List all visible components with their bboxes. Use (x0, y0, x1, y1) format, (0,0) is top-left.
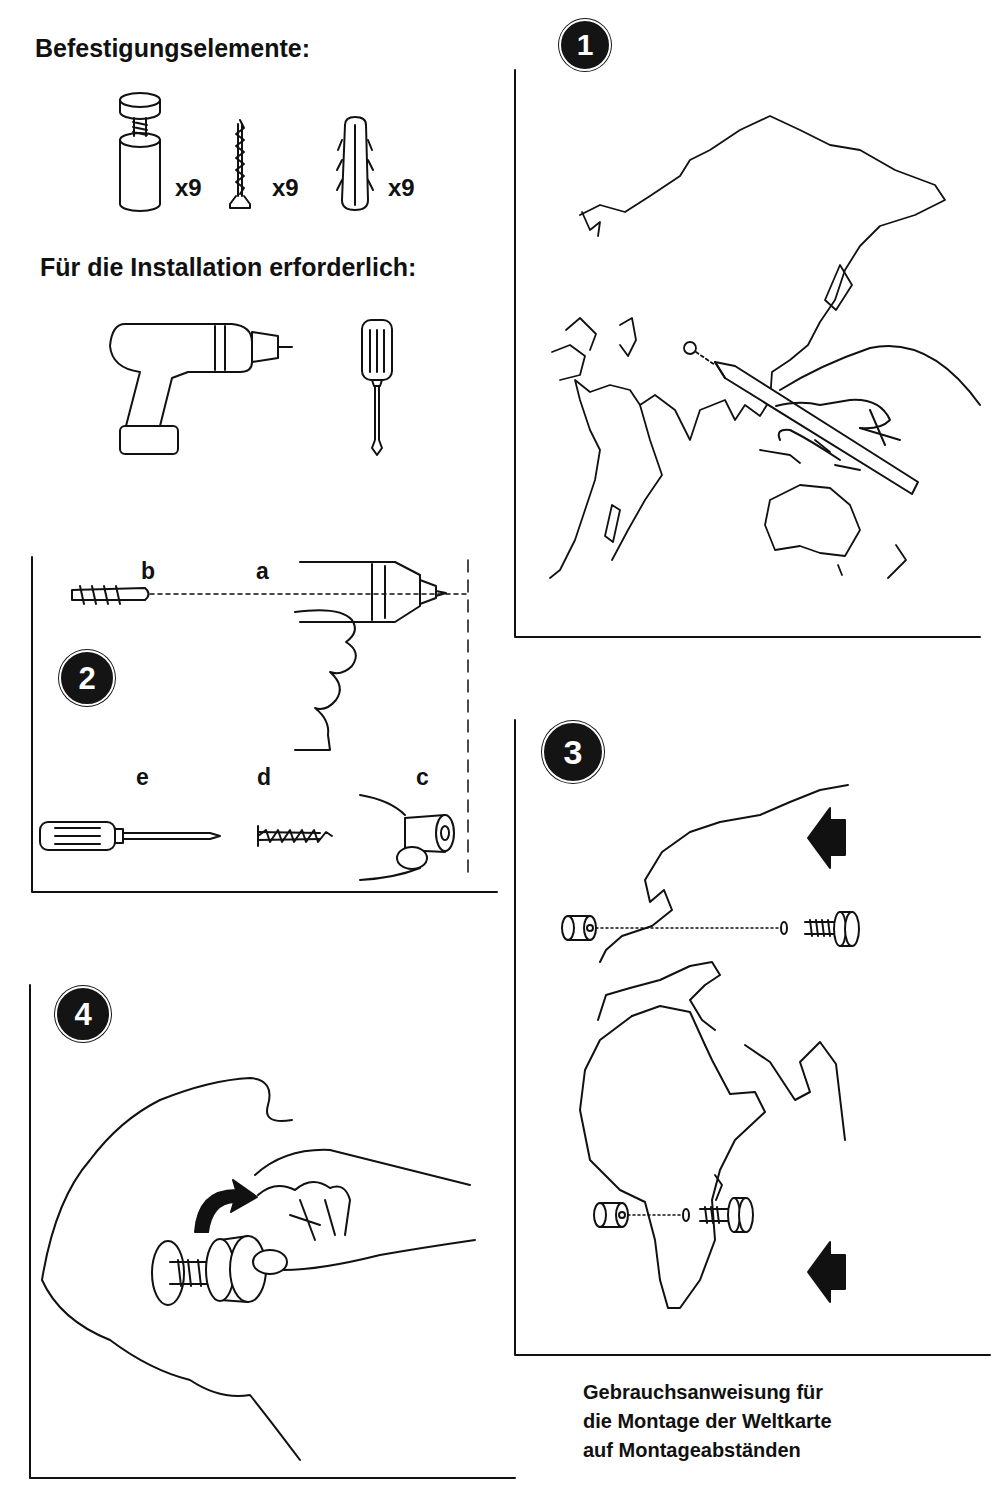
caption: Gebrauchsanweisung für die Montage der W… (583, 1378, 845, 1465)
part-letter: e (136, 764, 149, 791)
standoff-icon (120, 93, 160, 211)
step-number: 2 (59, 650, 115, 706)
step-number: 3 (542, 721, 604, 783)
step-number-text: 1 (577, 30, 594, 60)
panel-frame (30, 985, 515, 1478)
mounting-parts (562, 912, 859, 1232)
panel-frame (515, 70, 980, 637)
part-letter: d (257, 764, 271, 791)
step-number: 4 (55, 986, 111, 1042)
wall-anchor-icon (337, 117, 373, 210)
hand-with-pencil (715, 346, 980, 494)
step-number-text: 4 (74, 999, 91, 1030)
drill-step-illustration (40, 560, 468, 880)
count-label: x9 (175, 174, 202, 202)
tighten-illustration (42, 1078, 475, 1460)
heading: Für die Installation erforderlich: (40, 253, 416, 282)
part-letter: b (141, 558, 155, 585)
europe-africa-map (580, 785, 848, 1308)
panel-frame (515, 720, 990, 1355)
part-letter: c (416, 764, 429, 791)
screw-icon (230, 120, 250, 208)
screwdriver-icon (362, 320, 392, 455)
step-number: 1 (559, 19, 611, 71)
panel-frame (32, 557, 497, 892)
part-letter: a (256, 558, 269, 585)
heading: Befestigungselemente: (35, 34, 310, 63)
step-number-text: 3 (564, 735, 583, 769)
drill-icon (110, 324, 292, 454)
step-number-text: 2 (78, 663, 95, 694)
count-label: x9 (388, 174, 415, 202)
count-label: x9 (272, 174, 299, 202)
